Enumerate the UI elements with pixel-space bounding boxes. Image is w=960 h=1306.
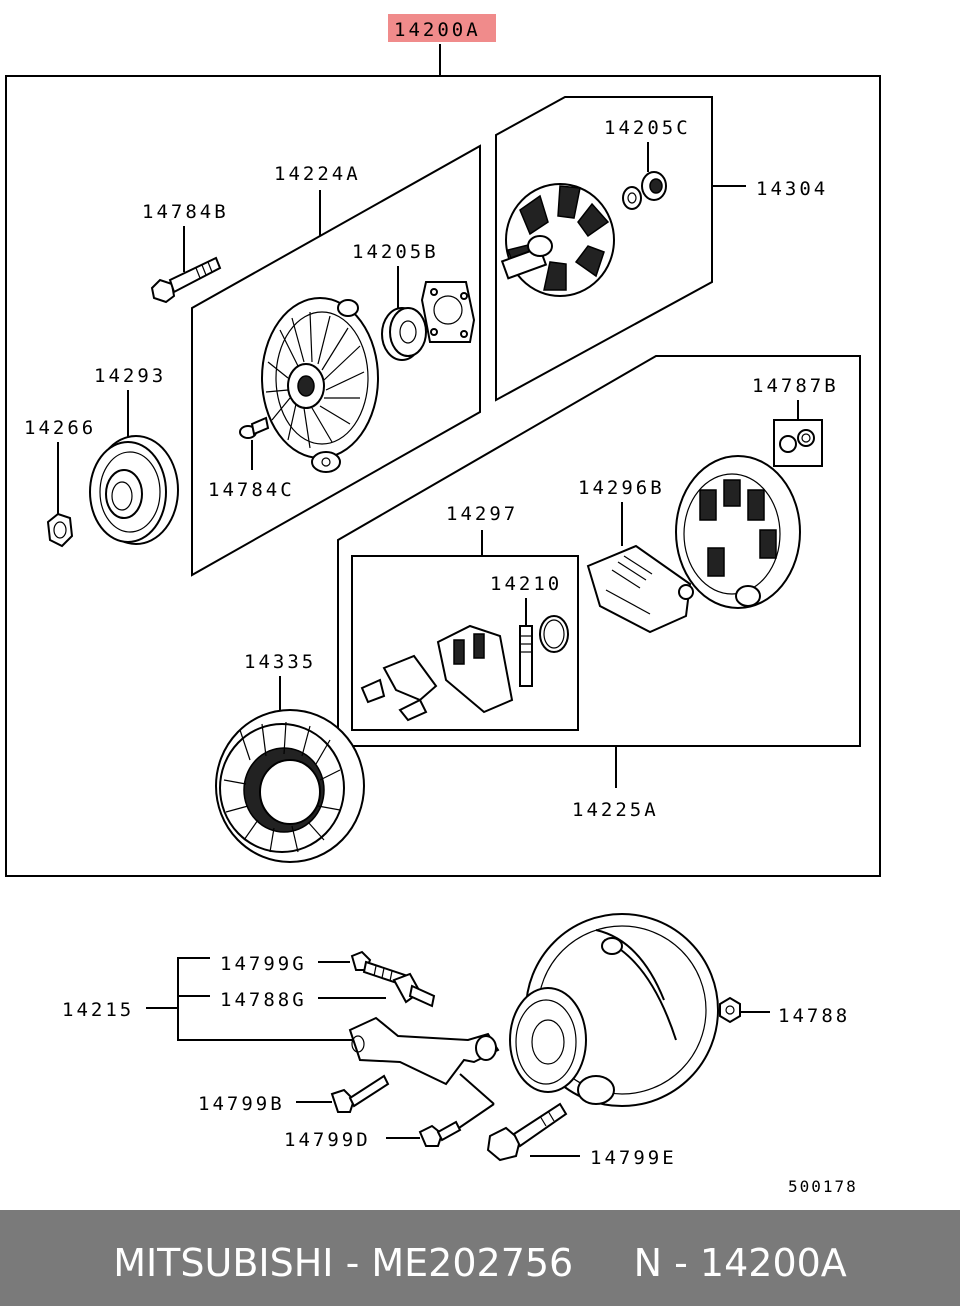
label-14225A[interactable]: 14225A [572, 799, 659, 821]
label-14799B[interactable]: 14799B [198, 1093, 285, 1115]
label-14784C[interactable]: 14784C [208, 479, 295, 501]
regulator-group [351, 555, 579, 731]
label-14266[interactable]: 14266 [24, 417, 96, 439]
bolt-14799B[interactable] [330, 1074, 390, 1113]
label-14296B[interactable]: 14296B [578, 477, 665, 499]
main-assembly-label[interactable]: 14200A [394, 19, 481, 41]
label-14788[interactable]: 14788 [778, 1005, 850, 1027]
label-14787B[interactable]: 14787B [752, 375, 839, 397]
adjuster-14788G[interactable] [392, 972, 436, 1008]
label-14215[interactable]: 14215 [62, 999, 134, 1021]
bearing-14205C[interactable] [622, 171, 667, 210]
front-bracket-body[interactable] [675, 455, 801, 609]
alternator-exploded-diagram: 14200A 14224A 14304 14225A 14297 14787B … [5, 14, 881, 1196]
alternator-assembly[interactable] [509, 913, 719, 1107]
label-14210[interactable]: 14210 [490, 573, 562, 595]
footer-part-info: MITSUBISHI - ME202756 N - 14200A [113, 1241, 847, 1285]
main-assembly-highlight [388, 14, 496, 42]
rotor-group [495, 96, 713, 402]
bolt-14799E[interactable] [486, 1102, 568, 1162]
label-14799E[interactable]: 14799E [590, 1147, 677, 1169]
bearing-14205B[interactable] [381, 307, 427, 361]
bolt-14799D[interactable] [418, 1120, 462, 1147]
assembly-frame [5, 75, 881, 877]
label-14297[interactable]: 14297 [446, 503, 518, 525]
drawing-number: 500178 [788, 1177, 858, 1196]
label-14799D[interactable]: 14799D [284, 1129, 371, 1151]
label-14205B[interactable]: 14205B [352, 241, 439, 263]
label-14335[interactable]: 14335 [244, 651, 316, 673]
label-14293[interactable]: 14293 [94, 365, 166, 387]
bolt-14784B[interactable] [150, 256, 222, 304]
label-14205C[interactable]: 14205C [604, 117, 691, 139]
front-bracket-group [337, 355, 861, 747]
label-14788G[interactable]: 14788G [220, 989, 307, 1011]
rotor-14304[interactable] [500, 183, 615, 297]
nut-14788[interactable] [719, 996, 741, 1024]
nut-14266[interactable] [46, 512, 74, 548]
label-14784B[interactable]: 14784B [142, 201, 229, 223]
adjusting-bracket[interactable] [348, 1016, 500, 1086]
label-14799G[interactable]: 14799G [220, 953, 307, 975]
stator-14335[interactable] [215, 709, 365, 863]
rectifier-14296B[interactable] [586, 544, 694, 634]
label-14224A[interactable]: 14224A [274, 163, 361, 185]
regulator-14297[interactable] [360, 624, 514, 722]
label-14304[interactable]: 14304 [756, 178, 828, 200]
brush-14210[interactable] [519, 615, 569, 687]
footer-bar: MITSUBISHI - ME202756 N - 14200A [0, 1210, 960, 1306]
screw-14784C[interactable] [239, 416, 270, 439]
bearing-retainer-plate[interactable] [420, 281, 476, 343]
rear-bracket-14224A[interactable] [261, 297, 379, 473]
pulley-14293[interactable] [89, 435, 179, 545]
rear-bracket-group [191, 144, 481, 577]
